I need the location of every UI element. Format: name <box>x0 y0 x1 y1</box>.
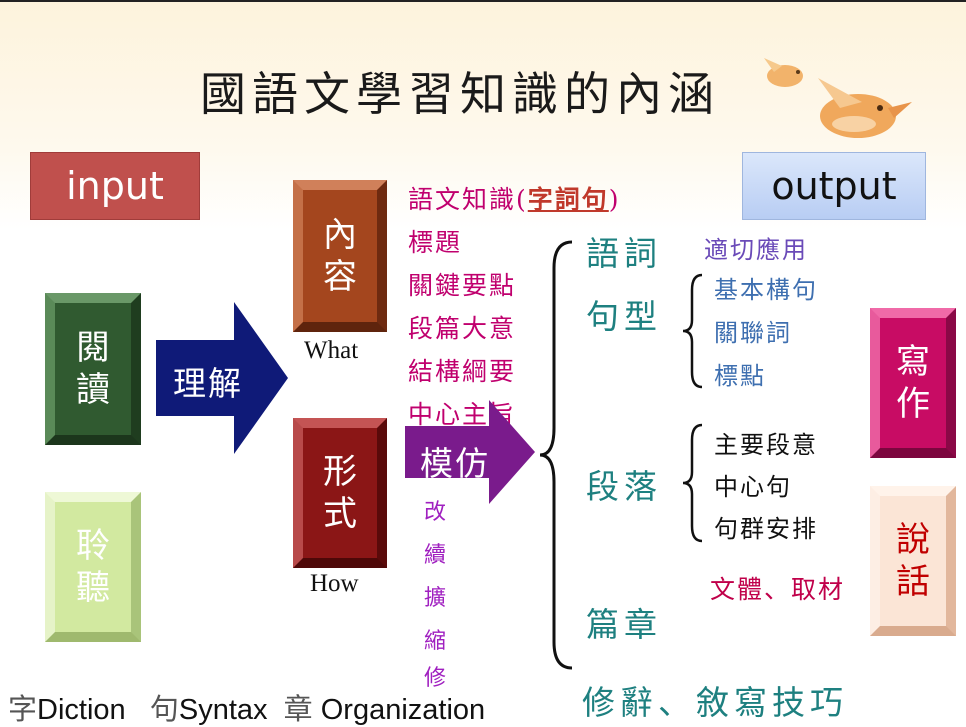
writing-char: 寫 <box>896 341 930 382</box>
input-label-box: input <box>30 152 200 220</box>
reading-char: 閱 <box>76 327 110 368</box>
speaking-char: 話 <box>896 562 930 602</box>
content-item-knowledge: 語文知識(字詞句) <box>408 180 621 216</box>
how-caption: How <box>310 570 359 597</box>
writing-box: 寫作 <box>870 308 956 458</box>
imitation-method: 縮 <box>424 629 447 654</box>
syntax-char: 句 <box>149 692 179 726</box>
words-note: 適切應用 <box>704 236 808 264</box>
chapter-note: 文體、取材 <box>710 575 846 604</box>
content-box: 內容 <box>293 180 387 332</box>
comprehension-arrow <box>156 302 288 454</box>
organization-label: Organization <box>320 694 486 726</box>
reading-box: 閱讀 <box>45 293 141 445</box>
content-item: 段篇大意 <box>408 314 517 343</box>
form-char: 式 <box>323 494 357 534</box>
knowledge-prefix: 語文知識( <box>408 185 528 214</box>
listening-char: 聽 <box>76 568 110 608</box>
content-item: 標題 <box>408 228 463 257</box>
bird-icon <box>818 78 912 138</box>
listening-box: 聆聽 <box>45 492 141 642</box>
top-border-line <box>0 0 966 2</box>
big-brace <box>539 240 573 670</box>
knowledge-suffix: ) <box>608 185 621 214</box>
level-rhetoric: 修辭、敘寫技巧 <box>582 683 848 722</box>
footer-legend: 字Diction 句Syntax 章 Organization <box>8 686 485 727</box>
imitation-arrow <box>405 400 535 504</box>
comprehension-label: 理解 <box>173 364 243 403</box>
form-box: 形式 <box>293 418 387 568</box>
paragraph-item: 中心句 <box>714 473 792 501</box>
imitation-method: 擴 <box>424 586 447 611</box>
knowledge-underlined: 字詞句 <box>527 185 609 214</box>
sentence-item: 基本構句 <box>714 276 818 304</box>
form-char: 形 <box>323 451 357 492</box>
small-bird-icon <box>764 58 803 87</box>
speaking-char: 說 <box>896 519 930 560</box>
reading-char: 讀 <box>76 370 110 410</box>
writing-char: 作 <box>896 384 930 424</box>
imitation-label: 模仿 <box>420 444 490 483</box>
level-chapter: 篇章 <box>586 605 662 644</box>
level-sentence: 句型 <box>586 297 662 336</box>
paragraph-item: 主要段意 <box>714 431 818 459</box>
what-caption: What <box>304 337 359 364</box>
diction-char: 字 <box>8 692 38 726</box>
content-item: 結構綱要 <box>408 357 517 386</box>
page-title: 國語文學習知識的內涵 <box>200 67 720 121</box>
sentence-brace <box>682 273 703 389</box>
content-char: 容 <box>323 257 357 297</box>
level-paragraph: 段落 <box>586 467 662 506</box>
imitation-method: 改 <box>424 500 447 525</box>
imitation-method: 修 <box>424 666 447 691</box>
imitation-method: 續 <box>424 543 447 568</box>
diction-label: Diction <box>37 694 126 726</box>
content-char: 內 <box>323 214 357 255</box>
organization-char: 章 <box>283 692 313 726</box>
paragraph-item: 句群安排 <box>714 515 818 543</box>
syntax-label: Syntax <box>178 694 268 726</box>
content-item: 關鍵要點 <box>408 271 517 300</box>
paragraph-brace <box>682 423 703 543</box>
sentence-item: 標點 <box>714 362 766 390</box>
level-words: 語詞 <box>586 234 662 273</box>
listening-char: 聆 <box>76 525 110 566</box>
sentence-item: 關聯詞 <box>714 319 792 347</box>
speaking-box: 說話 <box>870 486 956 636</box>
output-label-box: output <box>742 152 926 220</box>
